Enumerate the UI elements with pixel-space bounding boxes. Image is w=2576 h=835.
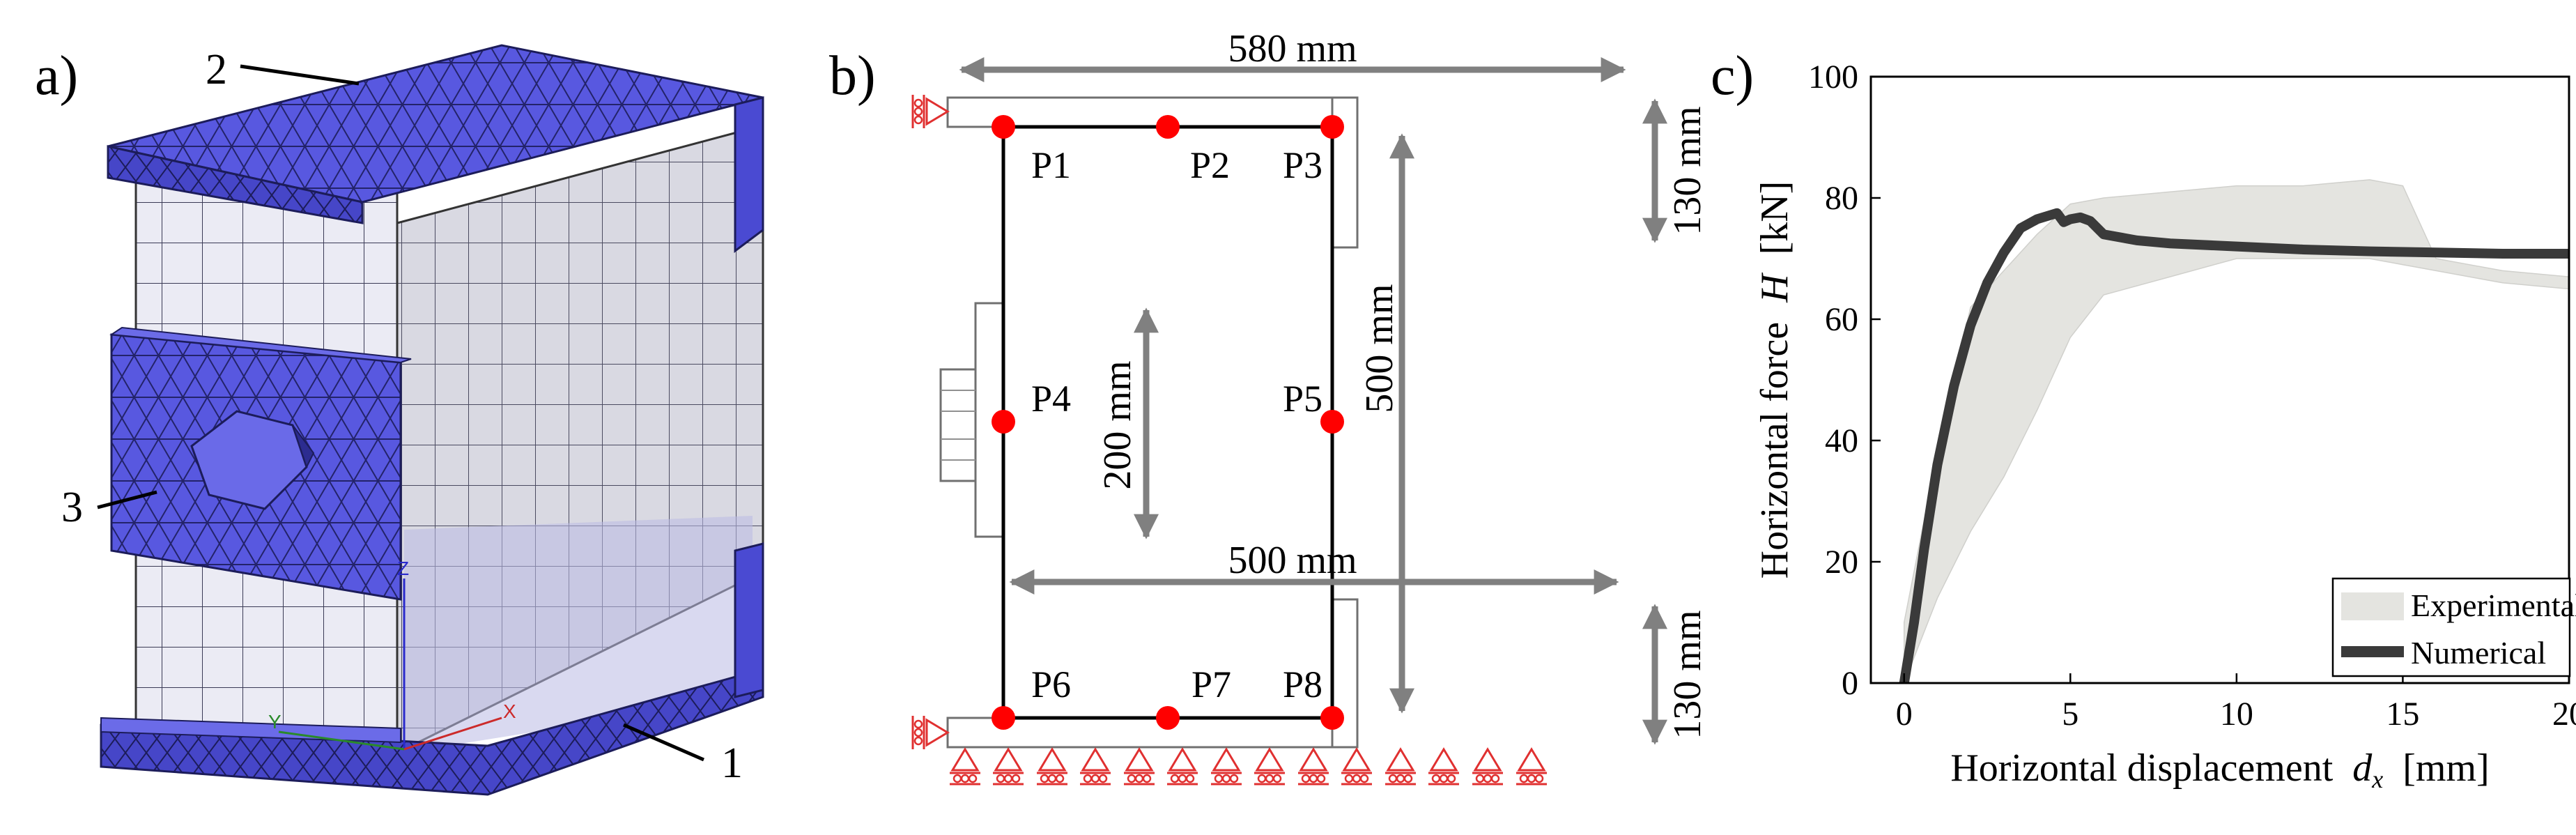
y-axis-label: Y <box>268 711 281 733</box>
panel-c-label: c) <box>1711 45 1754 107</box>
x-tick-label: 10 <box>2220 696 2253 733</box>
web-frame <box>1001 125 1334 720</box>
point-p8-marker <box>1320 706 1344 730</box>
x-tick-label: 20 <box>2552 696 2576 733</box>
y-tick-label: 100 <box>1808 59 1858 95</box>
panel-b-label: b) <box>829 45 876 107</box>
force-displacement-chart: c) 0 5 10 15 20 0 20 40 60 80 100 Horizontal displ… <box>1711 45 2576 797</box>
dim-200-label: 200 mm <box>1096 360 1139 489</box>
point-p5-label: P5 <box>1283 378 1322 420</box>
dim-500-horizontal-label: 500 mm <box>1228 539 1357 582</box>
point-p3-label: P3 <box>1283 144 1322 186</box>
bolt-head-side <box>292 424 315 469</box>
callout-2-line <box>240 64 360 86</box>
point-p6-marker <box>992 706 1015 730</box>
panel-a-fe-model: a) Z X Y 2 3 1 <box>0 0 829 835</box>
callout-2: 2 <box>206 46 227 93</box>
side-plate-top-edge <box>109 326 412 364</box>
point-p7-marker <box>1156 706 1180 730</box>
bottom-flange-lip-outline <box>1331 598 1359 749</box>
x-axis-title-text: Horizontal displacement <box>1950 746 2333 790</box>
bottom-flange <box>100 668 764 796</box>
point-p1-label: P1 <box>1031 144 1071 186</box>
callout-3: 3 <box>61 484 83 531</box>
y-tick-label: 80 <box>1825 180 1858 217</box>
callout-1-line <box>623 723 704 762</box>
x-tick-label: 5 <box>2062 696 2078 733</box>
legend-label-numerical: Numerical <box>2411 635 2546 671</box>
point-p4-label: P4 <box>1031 378 1071 420</box>
x-axis-line <box>403 717 502 751</box>
callout-3-line <box>97 490 157 510</box>
x-tick-label: 15 <box>2386 696 2419 733</box>
numerical-curve <box>1899 208 2569 684</box>
axes-frame <box>1869 75 2570 684</box>
x-axis-label: X <box>503 700 516 722</box>
y-axis-line <box>278 730 405 751</box>
x-axis-title-sub: x <box>2371 765 2383 793</box>
left-bottom-support-icon <box>911 714 949 751</box>
legend-swatch-experimental <box>2341 592 2404 620</box>
x-axis-title-symbol: d <box>2352 746 2373 790</box>
geometry-schematic: b) <box>829 27 1709 786</box>
point-p6-label: P6 <box>1031 664 1071 705</box>
dim-130-bottom-label: 130 mm <box>1666 610 1709 739</box>
bottom-flange-lip <box>734 542 764 698</box>
y-axis-title: Horizontal force H [kN] <box>1753 181 1796 579</box>
axis-ticks: 0 5 10 15 20 0 20 40 60 80 100 <box>1808 59 2576 733</box>
point-p2-marker <box>1156 115 1180 139</box>
panel-c-chart: c) 0 5 10 15 20 0 20 40 60 80 100 Horizontal displ… <box>1711 0 2576 835</box>
y-tick-label: 60 <box>1825 301 1858 338</box>
point-p5-marker <box>1320 410 1344 434</box>
y-tick-label: 40 <box>1825 422 1858 459</box>
point-p2-label: P2 <box>1190 144 1230 186</box>
y-axis-title-symbol: H <box>1753 273 1796 303</box>
fe-mesh-figure: a) Z X Y 2 3 1 <box>35 44 764 796</box>
bottom-flange-top-edge <box>100 717 401 744</box>
x-axis-title-unit: [mm] <box>2403 746 2489 790</box>
bolt-head-outline <box>939 368 977 482</box>
panel-b-schematic: b) <box>829 0 1711 835</box>
point-p8-label: P8 <box>1283 664 1322 705</box>
y-tick-label: 0 <box>1842 665 1858 702</box>
dim-500-vertical-label: 500 mm <box>1358 284 1401 413</box>
x-tick-label: 0 <box>1896 696 1913 733</box>
shadow-region <box>404 516 753 753</box>
top-flange-front-face <box>107 145 364 224</box>
bottom-roller-supports <box>948 748 1548 786</box>
callout-1: 1 <box>721 740 743 787</box>
y-axis-title-unit: [kN] <box>1753 181 1796 255</box>
legend: Experimental Numerical <box>2331 577 2576 677</box>
dim-580-label: 580 mm <box>1228 27 1357 70</box>
point-p7-label: P7 <box>1191 664 1231 705</box>
point-p4-marker <box>992 410 1015 434</box>
panel-a-label: a) <box>35 45 78 107</box>
dim-130-top-label: 130 mm <box>1666 106 1709 235</box>
left-top-support-icon <box>911 93 949 130</box>
top-flange-lip <box>734 96 764 253</box>
legend-label-experimental: Experimental <box>2411 588 2576 623</box>
z-axis-label: Z <box>397 558 409 579</box>
y-axis-title-text: Horizontal force <box>1753 322 1796 579</box>
point-p3-marker <box>1320 115 1344 139</box>
measurement-points <box>992 115 1344 730</box>
x-axis-title: Horizontal displacement dx [mm] <box>1950 746 2489 797</box>
point-p1-marker <box>992 115 1015 139</box>
y-tick-label: 20 <box>1825 544 1858 581</box>
